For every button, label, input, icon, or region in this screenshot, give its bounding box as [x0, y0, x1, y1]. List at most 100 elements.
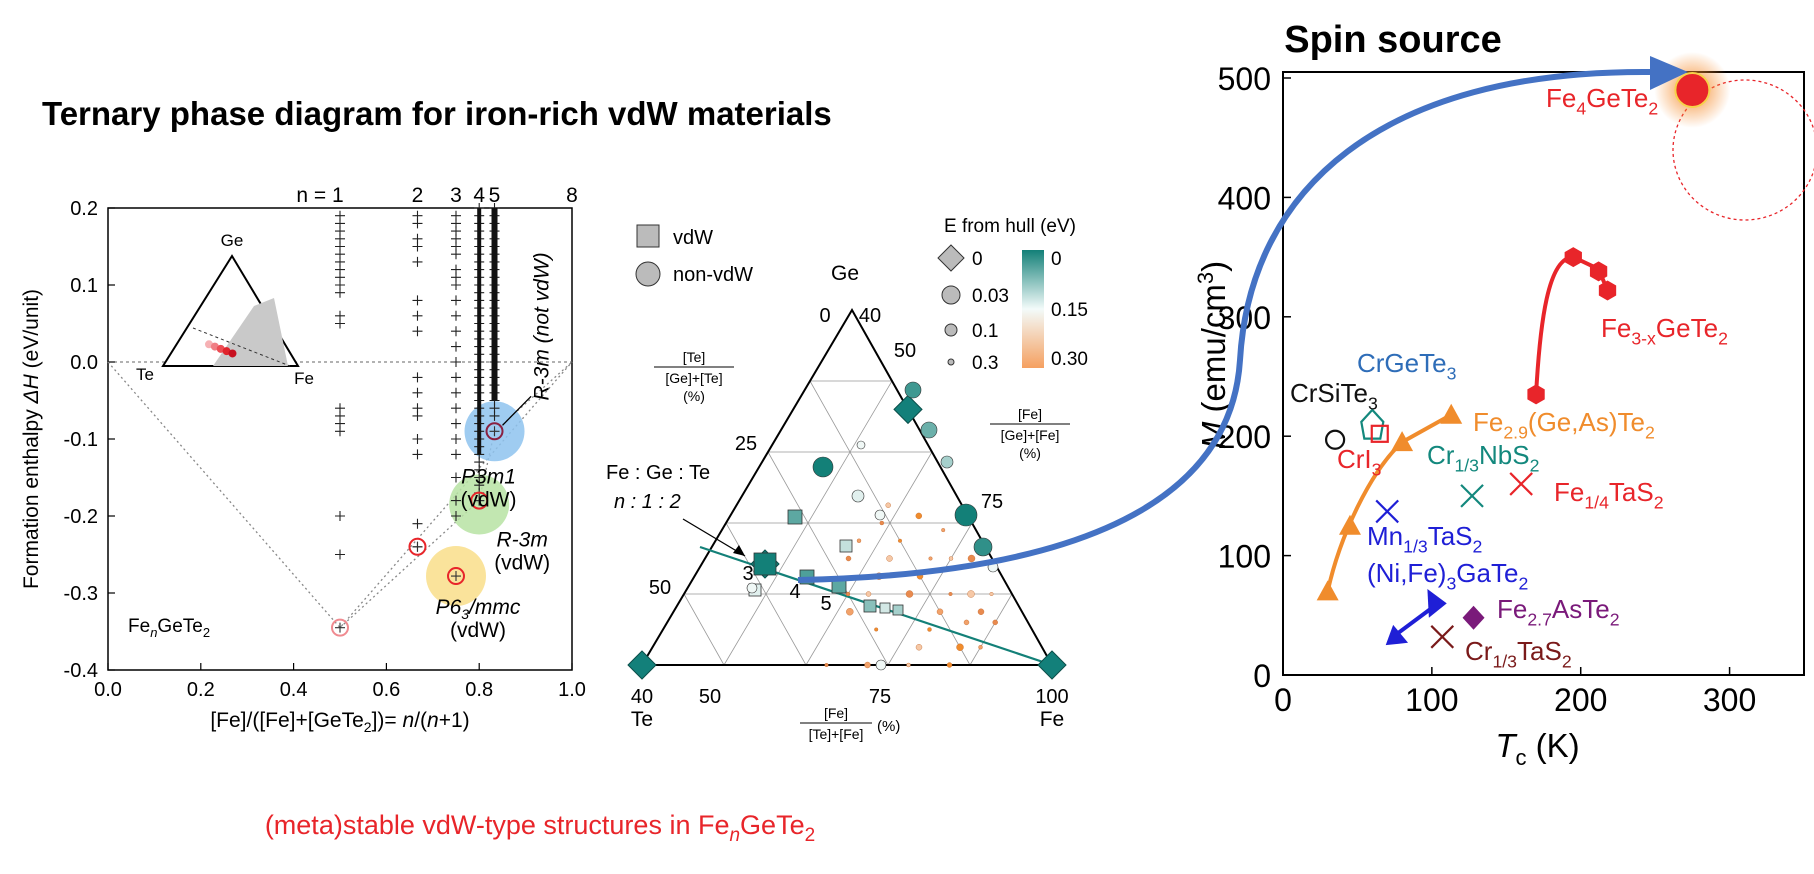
plus-marker [451, 280, 461, 290]
crtas2-marker [1430, 625, 1455, 649]
ternary-circle-point [940, 455, 954, 469]
y-tick-label: 0.1 [70, 275, 98, 297]
nifegate2-marker [1427, 589, 1447, 618]
ternary-small-dot [989, 592, 994, 597]
label-fe29-part: (Ge,As)Te [1528, 407, 1645, 437]
ternary-small-dot [948, 592, 953, 597]
inset-shaded-region [213, 298, 288, 366]
ternary-small-dot [824, 663, 829, 668]
left-axis-fraction-unit: (%) [683, 388, 705, 404]
ternary-diamond-point [627, 650, 657, 680]
label-crgete3: CrGeTe3 [1357, 348, 1457, 383]
legend-size-diamond [937, 244, 965, 272]
ternary-grid-line [887, 522, 973, 666]
ternary-grid-line [767, 451, 889, 666]
label-fe4gete2-part: GeTe [1586, 83, 1648, 113]
ternary-tick-label: 25 [735, 433, 757, 455]
series-label: FenGeTe2 [128, 616, 210, 640]
x-tick-label: 0 [1274, 682, 1292, 718]
line-label: 3 [742, 563, 753, 585]
x-tick-label: 0.0 [94, 679, 122, 701]
legend-size-label: 0.03 [972, 286, 1009, 307]
ternary-tick-label: 40 [631, 686, 653, 708]
y-tick-label: 400 [1218, 180, 1271, 216]
plus-marker [451, 326, 461, 337]
circled-point [447, 567, 465, 586]
ternary-square-point [879, 602, 891, 614]
overlay-arrow-layer [797, 56, 1688, 583]
series-label-part: GeTe [157, 616, 202, 637]
ternary-tick-label: 75 [981, 491, 1003, 513]
label-crtas2-part: Cr [1465, 636, 1493, 666]
right-axis-fraction-unit: (%) [1019, 445, 1041, 461]
x-axis-label-sub: 2 [364, 719, 372, 735]
ratio-pointer-head [733, 545, 745, 556]
nifegate2-marker [1385, 624, 1409, 646]
ternary-tick-label: 100 [1035, 686, 1068, 708]
label-crsite3: CrSiTe3 [1290, 378, 1378, 413]
plus-marker [451, 472, 461, 483]
y-tick-label: -0.1 [64, 429, 98, 451]
ternary-small-dot [956, 643, 964, 651]
label-crgete3-part: CrGeTe [1357, 348, 1447, 378]
ternary-small-dot [946, 662, 953, 668]
ternary-tick-label: 50 [699, 686, 721, 708]
ternary-small-dot [846, 608, 854, 616]
inset-dot [228, 349, 237, 358]
ternary-small-dot [886, 555, 893, 562]
label-fe29: Fe2.9(Ge,As)Te2 [1473, 407, 1655, 442]
x-axis-label-sub: c [1516, 745, 1527, 770]
fe3gete2-hex-marker [1598, 280, 1617, 301]
ternary-small-dot [864, 661, 871, 669]
dashed-ellipse [1672, 79, 1814, 221]
top-n-label: 5 [489, 184, 501, 207]
legend-size-label: 0.1 [972, 321, 998, 342]
dense-column-bar [491, 208, 498, 401]
plus-marker [412, 241, 423, 252]
x-axis-label-part: [Fe]/([Fe]+[GeTe [210, 709, 363, 732]
label-fe27aste2-part: Fe [1497, 594, 1527, 624]
y-tick-label: -0.4 [64, 660, 98, 682]
label-fe27aste2-part: AsTe [1552, 594, 1610, 624]
y-tick-label: -0.2 [64, 506, 98, 528]
inset-label-left: Te [136, 365, 154, 384]
plus-marker [451, 403, 461, 414]
label-nifegate2: (Ni,Fe)3GaTe2 [1367, 558, 1528, 593]
ternary-tick-label: 40 [859, 305, 881, 327]
ternary-small-dot [905, 590, 914, 598]
phase-label-p63mmc: P63/mmc [436, 596, 521, 622]
left-axis-fraction-num: [Te] [683, 349, 706, 365]
plus-marker [451, 449, 461, 460]
right-axis-fraction-den: [Ge]+[Fe] [1001, 427, 1060, 443]
x-axis-label-part: (K) [1527, 727, 1580, 764]
ternary-circle-point [746, 582, 758, 594]
ternary-small-dot [915, 644, 923, 651]
overlay-arrow-curve [797, 68, 1651, 583]
plus-marker [451, 387, 461, 398]
colorbar-label: 0 [1051, 249, 1062, 270]
corner-label-ge: Ge [831, 262, 859, 285]
fe4gete2-marker [1674, 71, 1711, 108]
label-crnbs2: Cr1/3NbS2 [1427, 440, 1539, 475]
ternary-small-dot [915, 512, 922, 520]
x-tick-label: 1.0 [558, 679, 586, 701]
plus-marker [412, 449, 423, 460]
series-label-part: Fe [128, 616, 150, 637]
ternary-circle-point [920, 421, 938, 439]
fe3gete2-hex-marker [1527, 384, 1545, 405]
x-tick-label: 0.2 [187, 679, 215, 701]
ternary-tick-label: 75 [869, 686, 891, 708]
ternary-tick-label: 50 [649, 577, 671, 599]
ternary-circle-point [874, 509, 886, 521]
y-axis-label-part: ) [1195, 261, 1232, 272]
label-fe29-part: Fe [1473, 407, 1503, 437]
label-fe3xgete2: Fe3-xGeTe2 [1601, 313, 1728, 348]
circled-point [485, 422, 504, 441]
label-nifegate2-part: GaTe [1456, 558, 1518, 588]
label-fetas2-sub: 2 [1654, 492, 1664, 512]
ternary-square-point [839, 539, 853, 553]
label-fe27aste2-sub: 2 [1610, 609, 1620, 629]
label-cri3-sub: 3 [1372, 459, 1382, 479]
label-fe3xgete2-sub: 2 [1718, 328, 1728, 348]
